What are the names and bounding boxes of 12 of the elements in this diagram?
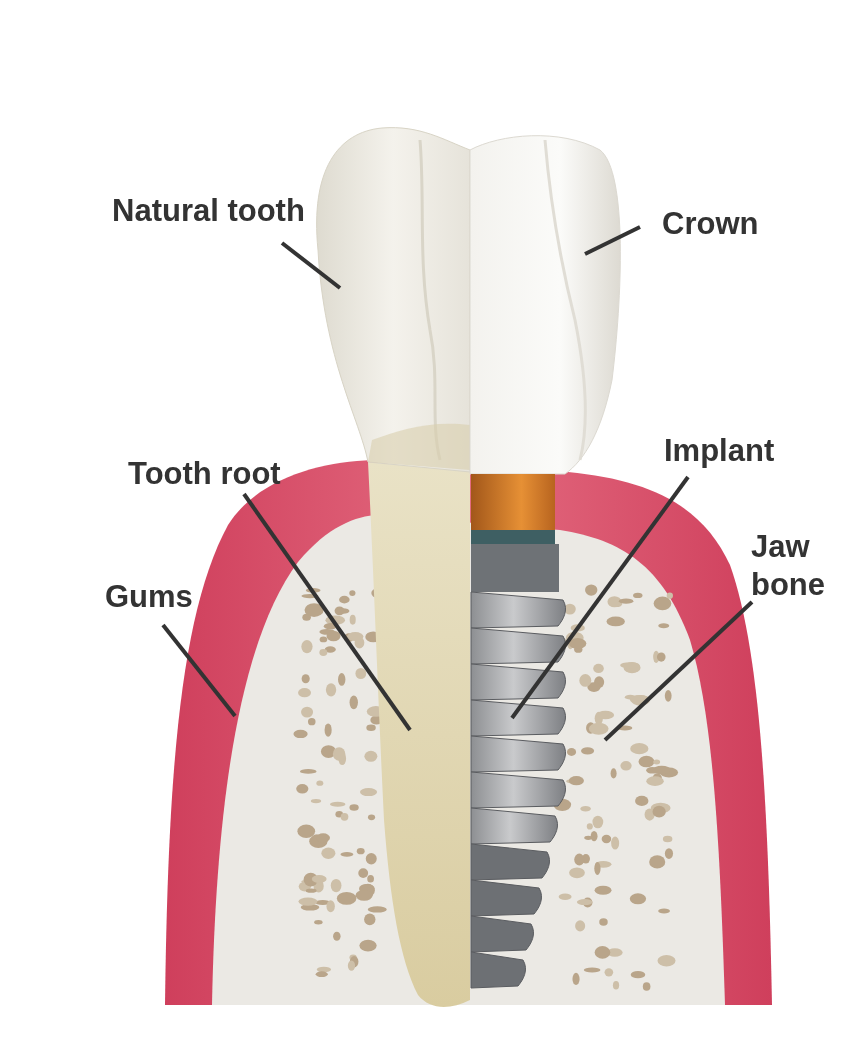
part-label: Tooth root (128, 455, 281, 493)
leader-line (510, 475, 690, 720)
leader-line (584, 225, 641, 256)
leader-line (280, 241, 342, 290)
part-label: Gums (105, 578, 193, 616)
leader-line (161, 623, 237, 718)
part-label: Jaw bone (751, 528, 851, 604)
natural-tooth-drawing (316, 127, 471, 473)
part-label: Implant (664, 432, 775, 470)
part-label: Crown (662, 205, 759, 243)
part-label: Natural tooth (112, 192, 305, 230)
crown-drawing (469, 135, 621, 475)
